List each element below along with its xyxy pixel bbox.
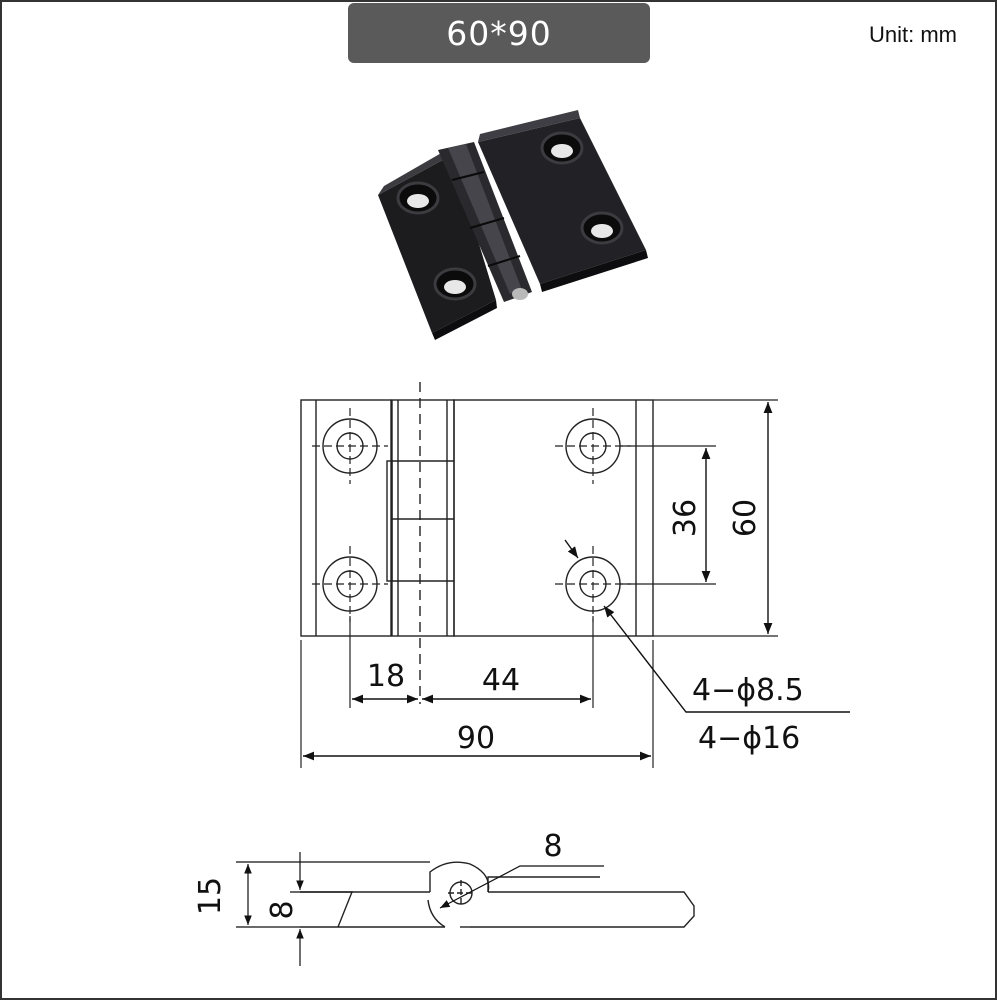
dim-hole-spacing-vertical: 36 [668, 499, 703, 537]
title-text: 60*90 [446, 13, 552, 53]
side-dimension-lines [236, 852, 604, 966]
dim-width-total: 90 [457, 721, 495, 756]
extension-lines [300, 399, 778, 768]
dim-hole-spacing-horizontal: 44 [482, 663, 520, 698]
top-view-outline [300, 399, 654, 637]
side-view-outline [300, 861, 695, 928]
unit-label: Unit: mm [869, 22, 957, 47]
dim-total-thickness: 15 [193, 877, 228, 915]
title-banner: 60*90 [348, 3, 650, 63]
hole-large-diameter: 4−ϕ16 [698, 721, 800, 756]
hole-small-diameter: 4−ϕ8.5 [692, 673, 804, 708]
mounting-holes [322, 418, 621, 612]
hole-centerlines [312, 408, 631, 622]
dim-height: 60 [728, 499, 763, 537]
dim-pin: 8 [543, 829, 562, 864]
dim-hole-offset: 18 [367, 659, 405, 694]
dimension-lines [303, 402, 850, 761]
black-hinge-photo-icon [378, 110, 648, 340]
dim-leaf-thickness: 8 [265, 900, 300, 919]
